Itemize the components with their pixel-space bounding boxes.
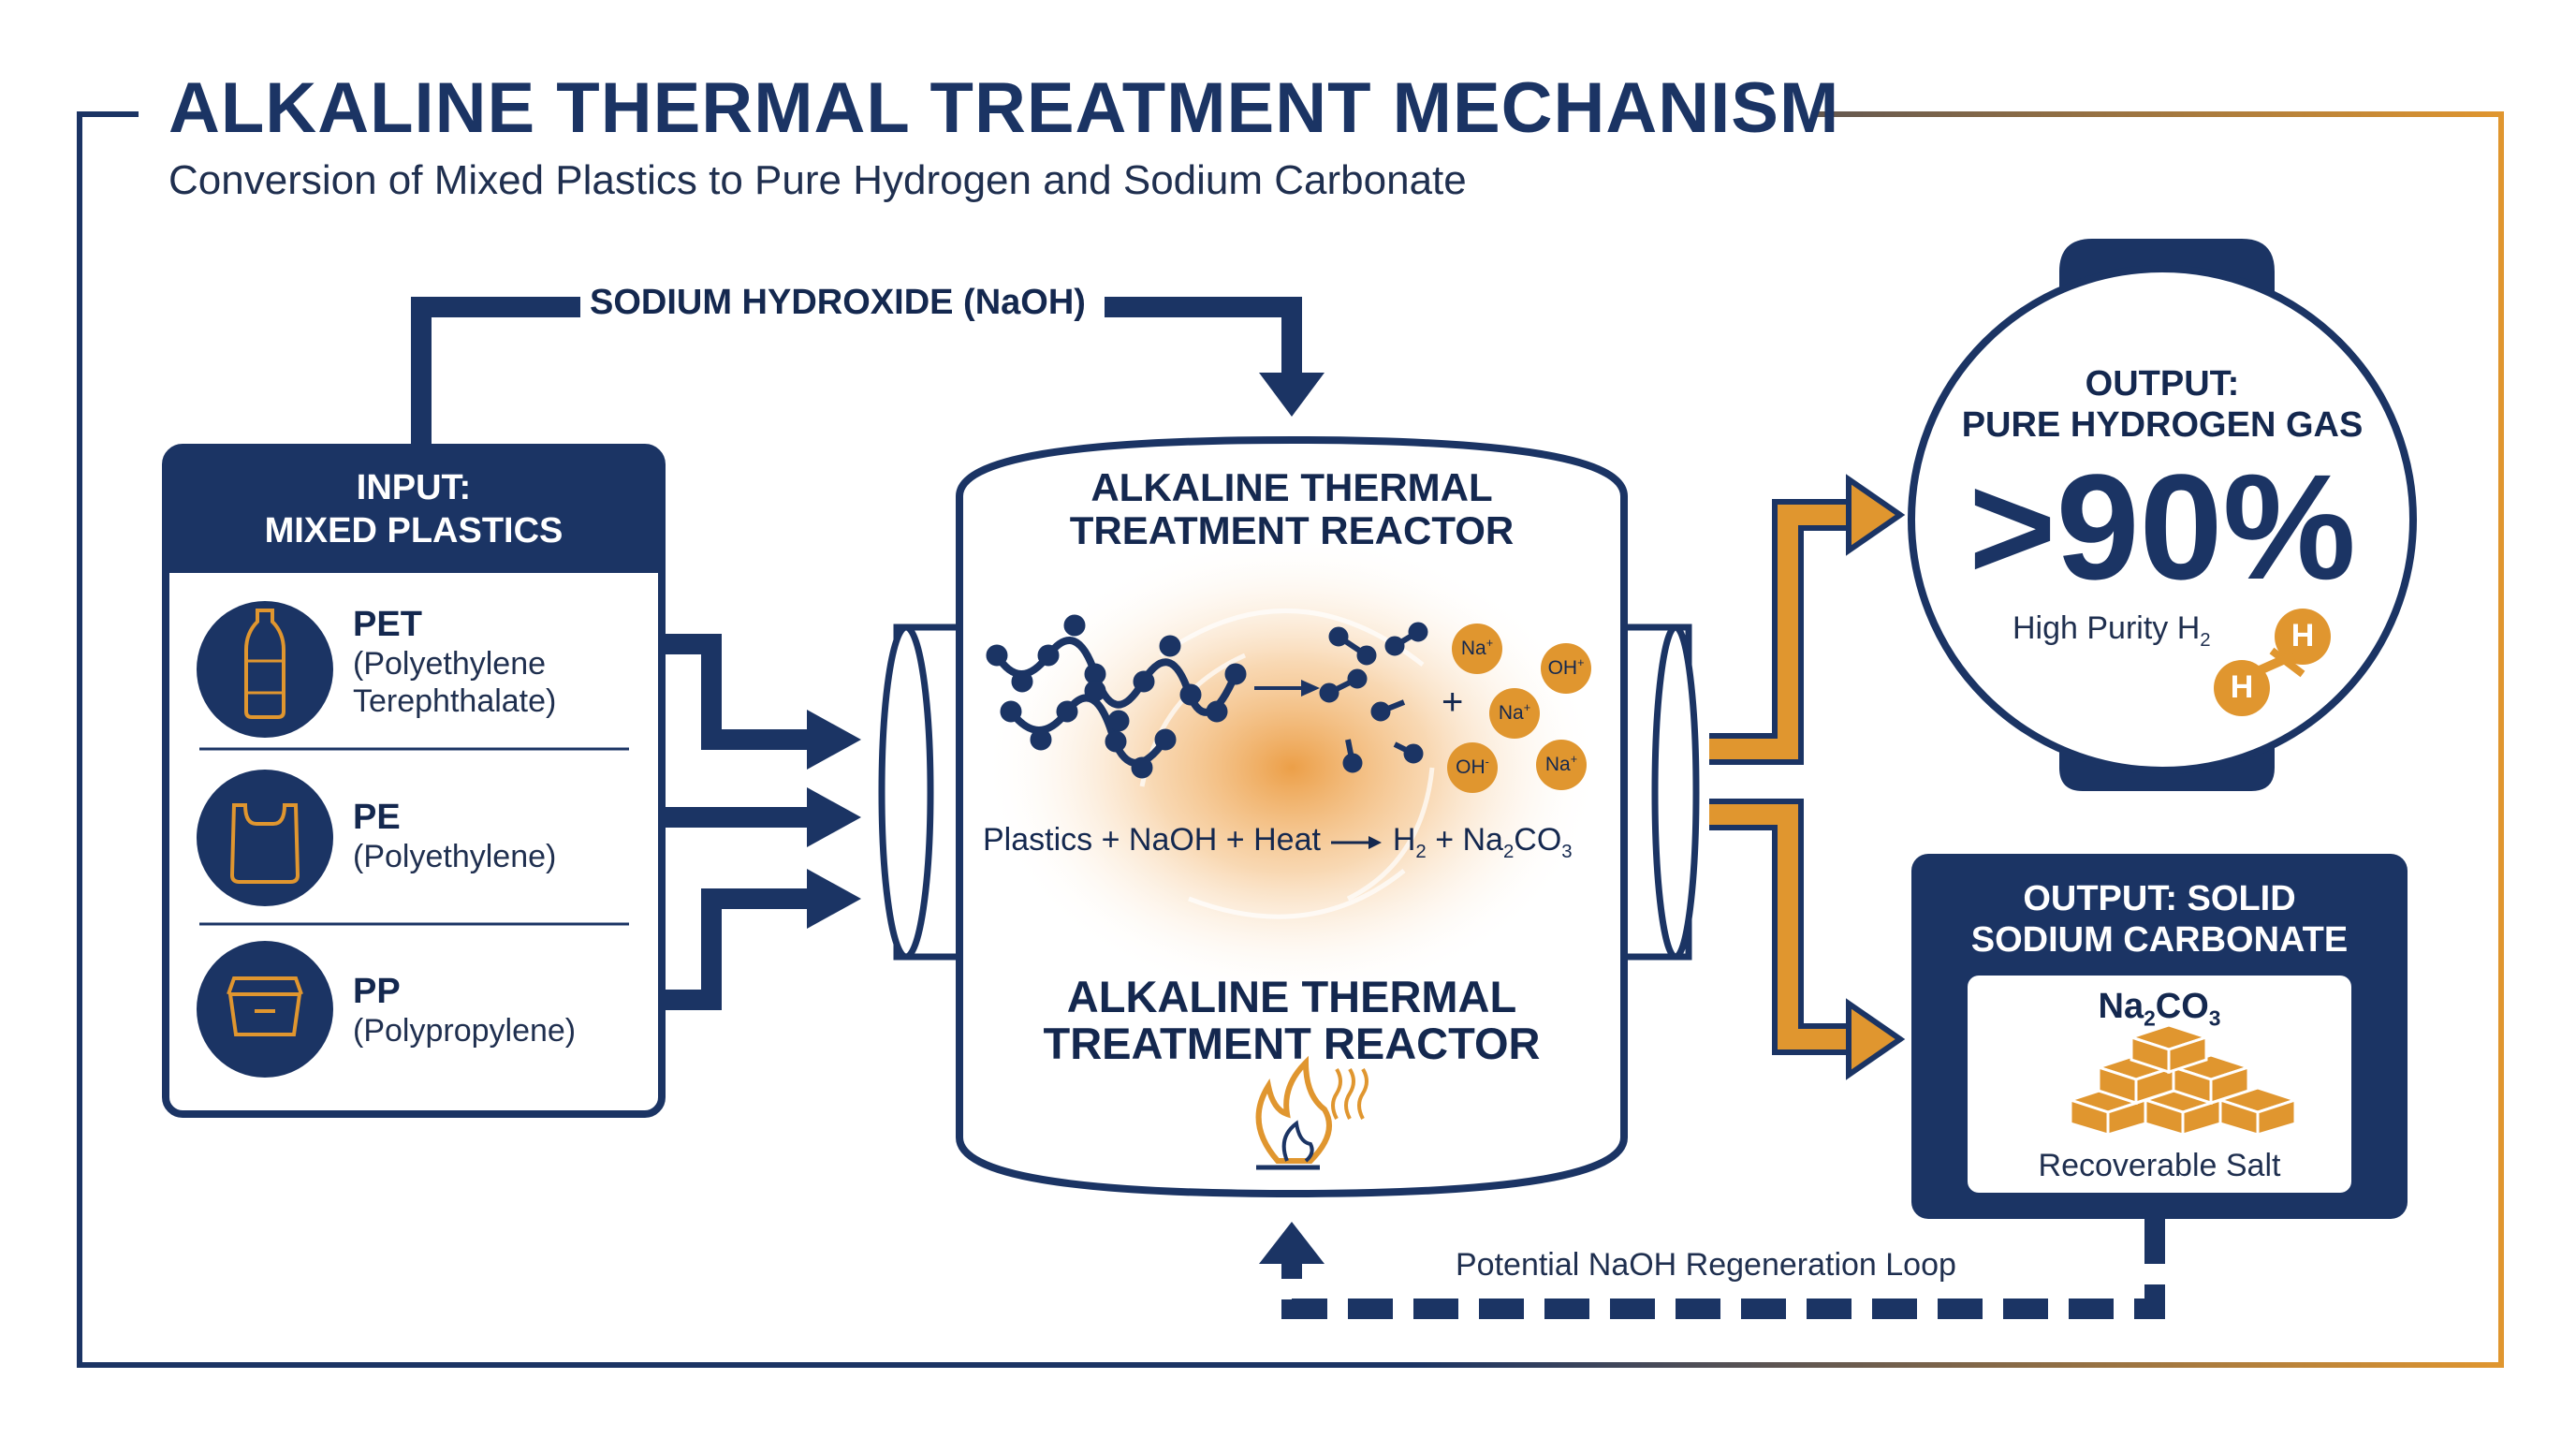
plastic-full-name-line1: (Polyethylene (353, 646, 547, 682)
ion-label: OH- (1456, 756, 1489, 778)
equation-na: + Na (1435, 822, 1503, 858)
reactor-top-line1: ALKALINE THERMAL (1090, 465, 1493, 509)
reactor-vessel (878, 435, 1700, 1198)
ion-label: OH+ (1547, 656, 1585, 679)
outer-frame (77, 111, 2504, 1368)
input-title-line1: INPUT: (356, 468, 472, 507)
salt-cubes-icon (2066, 1023, 2300, 1137)
reactor-title-top: ALKALINE THERMAL TREATMENT REACTOR (964, 466, 1619, 552)
carbonate-title-line2: SODIUM CARBONATE (1970, 920, 2349, 960)
hydrogen-atom-label: H (2230, 669, 2254, 705)
flame-icon (1255, 1055, 1368, 1170)
hydrogen-title-line2: PURE HYDROGEN GAS (1961, 405, 2364, 445)
reaction-equation: Plastics + NaOH + Heat H2 + Na2CO3 (983, 822, 1573, 862)
equation-arrow-icon (1329, 824, 1383, 860)
ion-label: Na+ (1544, 753, 1578, 775)
input-title-line2: MIXED PLASTICS (264, 511, 564, 550)
plastic-full-name-line1: (Polyethylene) (353, 839, 557, 874)
naoh-feed-arrow (411, 297, 1325, 448)
carbonate-caption: Recoverable Salt (2038, 1148, 2281, 1183)
equation-reactants: Plastics + NaOH + Heat (983, 822, 1321, 858)
plastic-name: PET (353, 605, 422, 644)
equation-co: CO (1514, 822, 1562, 858)
plastic-full-name-line2: Terephthalate) (353, 683, 557, 719)
carbonate-output-arrow (1709, 799, 1906, 1080)
regeneration-loop-label: Potential NaOH Regeneration Loop (1456, 1247, 1956, 1283)
carbonate-formula: Na2CO3 (2098, 987, 2221, 1031)
plastic-item-pe: PE (Polyethylene) (353, 798, 556, 875)
bottle-icon (197, 601, 333, 738)
polymer-chains (986, 614, 1428, 779)
ion-label: Na+ (1460, 637, 1494, 659)
carbonate-title-line1: OUTPUT: SOLID (2023, 879, 2296, 918)
reactor-title-bottom: ALKALINE THERMAL TREATMENT REACTOR (964, 974, 1619, 1067)
hydrogen-output-title: OUTPUT: PURE HYDROGEN GAS (1900, 363, 2424, 446)
equation-h: H (1392, 822, 1416, 858)
ion-circles (1447, 624, 1591, 793)
hydrogen-title-line1: OUTPUT: (2085, 364, 2240, 404)
regeneration-loop-arrow (1259, 1219, 2165, 1319)
hydrogen-purity-value: >90% (1969, 443, 2356, 610)
page-title: ALKALINE THERMAL TREATMENT MECHANISM (168, 68, 1840, 148)
plastic-name: PE (353, 798, 401, 837)
reactor-bottom-line1: ALKALINE THERMAL (1066, 972, 1517, 1021)
plastic-item-pet: PET (Polyethylene Terephthalate) (353, 605, 556, 720)
hydrogen-atom-label: H (2291, 618, 2315, 653)
plastic-item-pp: PP (Polypropylene) (353, 972, 576, 1049)
reactor-bottom-line2: TREATMENT REACTOR (1043, 1019, 1541, 1068)
naoh-feed-label: SODIUM HYDROXIDE (NaOH) (590, 283, 1086, 322)
bag-icon (197, 770, 333, 906)
reactor-top-line2: TREATMENT REACTOR (1069, 508, 1515, 552)
container-icon (197, 941, 333, 1078)
carbonate-output-title: OUTPUT: SOLID SODIUM CARBONATE (1911, 878, 2408, 961)
hydrogen-output-arrow (1709, 474, 1906, 765)
plus-sign: + (1442, 682, 1464, 723)
hydrogen-purity-caption: High Purity H2 (2012, 610, 2211, 651)
plastic-full-name-line1: (Polypropylene) (353, 1013, 577, 1049)
input-panel-title: INPUT: MIXED PLASTICS (166, 466, 662, 552)
ion-label: Na+ (1498, 701, 1531, 724)
hydrogen-output-panel (1908, 239, 2417, 791)
input-arrows (662, 634, 861, 1010)
page-subtitle: Conversion of Mixed Plastics to Pure Hyd… (168, 157, 1467, 203)
plastic-name: PP (353, 972, 401, 1011)
